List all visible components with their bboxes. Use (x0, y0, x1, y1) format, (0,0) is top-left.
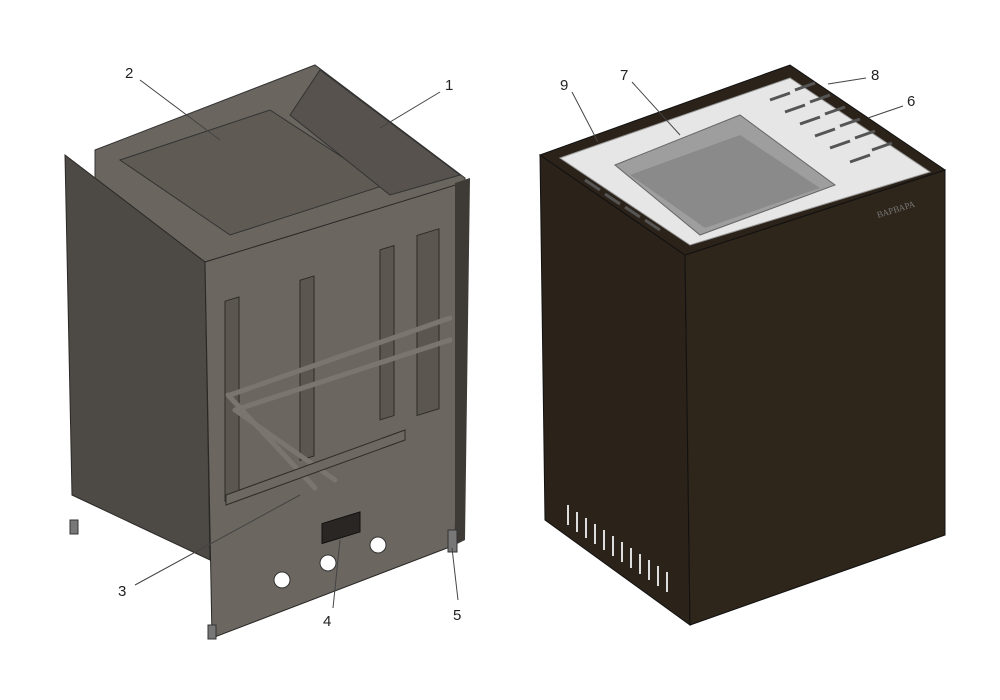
side-vent-slots (567, 505, 668, 592)
callout-7: 7 (620, 67, 628, 84)
terminal-block (321, 511, 361, 545)
stone-tray-bottom (630, 135, 820, 228)
callout-5: 5 (453, 607, 461, 624)
leader-lines (134, 77, 904, 609)
callout-4: 4 (323, 613, 331, 630)
left-side-panel (64, 153, 211, 561)
bottom-bracket (225, 429, 406, 506)
callout-6: 6 (907, 93, 915, 110)
heater-internal-view (64, 64, 470, 640)
callout-1: 1 (445, 77, 453, 94)
heater-assembled-view: ВАРВАРА (538, 64, 947, 626)
right-edge-panel (455, 178, 470, 545)
inner-chamber-1 (289, 69, 462, 196)
callout-3: 3 (118, 583, 126, 600)
callout-8: 8 (871, 67, 879, 84)
cable-holes (273, 536, 387, 589)
callout-2: 2 (125, 65, 133, 82)
callout-9: 9 (560, 77, 568, 94)
top-vent-slots (584, 81, 893, 232)
